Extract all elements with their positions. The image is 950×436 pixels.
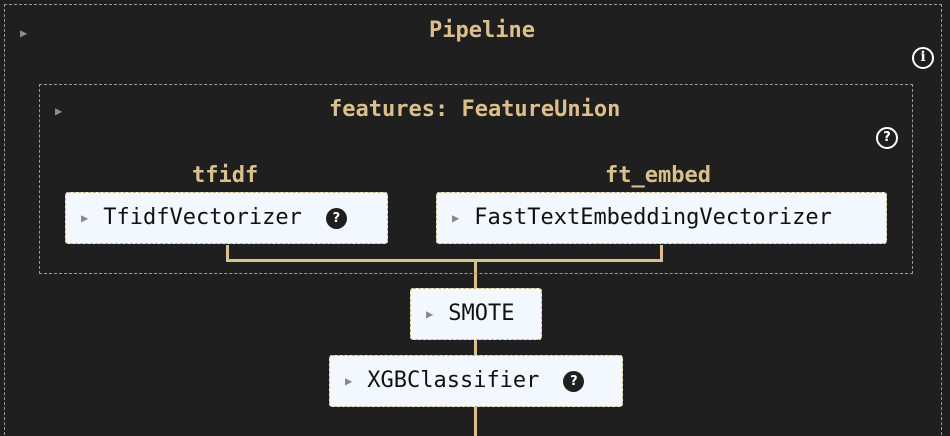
fasttext-vectorizer-node[interactable]: ▶ FastTextEmbeddingVectorizer (436, 192, 887, 244)
connector-main-trunk (474, 259, 477, 436)
tfidf-node-toggle-icon: ▶ (81, 211, 89, 225)
xgb-node-label: XGBClassifier (367, 368, 540, 393)
feature-union-toggle-icon[interactable]: ▶ (55, 104, 63, 118)
fasttext-node-toggle-icon: ▶ (452, 211, 460, 225)
smote-node[interactable]: ▶ SMOTE (410, 288, 542, 340)
branch-label-ft-embed: ft_embed (605, 163, 711, 188)
branch-label-tfidf: tfidf (192, 163, 259, 188)
info-icon[interactable]: i (912, 47, 934, 69)
smote-node-label: SMOTE (448, 301, 515, 326)
feature-union-title: features: FeatureUnion (329, 97, 621, 122)
feature-union-help-icon[interactable]: ? (876, 127, 898, 149)
smote-node-toggle-icon: ▶ (426, 307, 434, 321)
tfidf-help-icon[interactable]: ? (325, 207, 347, 229)
tfidf-node-label: TfidfVectorizer (103, 205, 302, 230)
xgb-help-icon[interactable]: ? (563, 370, 585, 392)
connector-ftembed-down (660, 245, 663, 262)
connector-horizontal (226, 259, 663, 262)
xgb-node-toggle-icon: ▶ (345, 374, 353, 388)
xgbclassifier-node[interactable]: ▶ XGBClassifier ? (329, 355, 623, 407)
pipeline-title: Pipeline (429, 18, 535, 43)
connector-tfidf-down (226, 245, 229, 262)
pipeline-toggle-icon[interactable]: ▶ (20, 26, 28, 40)
pipeline-container (4, 4, 942, 436)
fasttext-node-label: FastTextEmbeddingVectorizer (474, 205, 832, 230)
tfidf-vectorizer-node[interactable]: ▶ TfidfVectorizer ? (65, 192, 388, 244)
feature-union-container (39, 84, 913, 274)
